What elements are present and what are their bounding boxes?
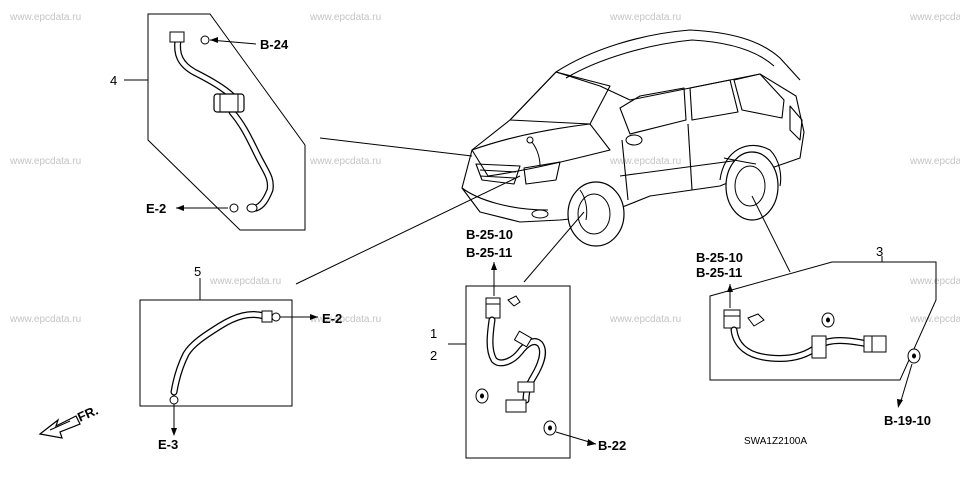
watermark: www.epcdata.ru [309,12,381,23]
car-window [733,73,785,119]
watermark: www.epcdata.ru [309,314,381,325]
watermark: www.epcdata.ru [609,12,681,23]
ref-e2-top: E-2 [146,201,166,216]
part-5-group: 5 E-2 E-3 [139,264,342,452]
watermark: www.epcdata.ru [609,156,681,167]
rear-hose-banjo [863,335,887,353]
front-hose-fitting [485,297,501,319]
part-1-2-group: 1 2 B-25-10 B-25-11 B-22 [430,227,626,459]
ref-b24: B-24 [260,37,289,52]
front-label: FR. [75,403,100,425]
part-4-frame [147,13,306,231]
front-brake-disc [577,193,611,235]
leader-part4-car [319,137,473,157]
clip-icon [271,312,281,322]
watermark: www.epcdata.ru [309,156,381,167]
callout-1: 1 [430,326,437,341]
part-4-joint [213,93,245,113]
front-arrow-icon [38,415,81,439]
car-taillight [789,105,803,141]
part-4-end-cap [169,31,185,43]
ref-b25-11-front: B-25-11 [466,245,512,260]
watermark: www.epcdata.ru [609,314,681,325]
car-headlight [523,161,561,185]
ref-e2-right: E-2 [322,311,342,326]
part-5-frame [139,299,293,407]
ref-b25-10-front: B-25-10 [466,227,513,242]
ref-b25-11-rear: B-25-11 [696,265,742,280]
clip-icon [507,295,521,307]
car-windshield [509,71,611,125]
part-4-end-cap [246,203,258,213]
vehicle-illustration [461,29,805,247]
watermark: www.epcdata.ru [209,276,281,287]
watermark: www.epcdata.ru [9,156,81,167]
part-3-group: 3 B-25-10 B-25-11 B-19-10 [696,244,937,428]
watermark: www.epcdata.ru [909,12,960,23]
leader-part3-car [751,195,791,273]
fog-lamp [531,209,549,219]
clip-icon [169,395,179,405]
watermark: www.epcdata.ru [9,12,81,23]
watermark-layer: www.epcdata.ru www.epcdata.ru www.epcdat… [9,12,960,325]
clip-icon [747,313,765,327]
rear-hose-bracket [811,335,827,359]
ref-e3: E-3 [158,437,178,452]
leader-part12-car [523,211,585,283]
clip-icon [200,35,210,45]
watermark: www.epcdata.ru [909,156,960,167]
front-hose-banjo [505,399,527,413]
front-direction-indicator: FR. [38,403,100,439]
ref-b19-10: B-19-10 [884,413,931,428]
car-window [619,87,687,135]
ref-b25-10-rear: B-25-10 [696,250,743,265]
watermark: www.epcdata.ru [9,314,81,325]
arrow-b19-10 [899,363,913,405]
part-3-frame [709,261,937,381]
rear-hose-fitting [723,309,741,329]
car-hood [471,123,611,177]
callout-2: 2 [430,348,437,363]
callout-5: 5 [194,264,201,279]
clip-icon [229,203,239,213]
callout-4: 4 [110,73,117,88]
front-wheel [567,181,625,247]
diagram-code: SWA1Z2100A [744,436,807,447]
rear-brake-disc [734,165,766,207]
part-1-2-frame [465,285,571,459]
car-mirror [625,134,643,146]
rear-wheel [725,151,779,221]
car-grille [475,163,521,185]
watermark: www.epcdata.ru [909,276,960,287]
watermark: www.epcdata.ru [909,314,960,325]
leader-part5-car [295,175,521,285]
car-window [689,79,739,121]
ref-b22: B-22 [598,438,626,453]
part-4-group: 4 B-24 E-2 [110,13,306,231]
callout-3: 3 [876,244,883,259]
part-5-end-cap [261,310,273,323]
